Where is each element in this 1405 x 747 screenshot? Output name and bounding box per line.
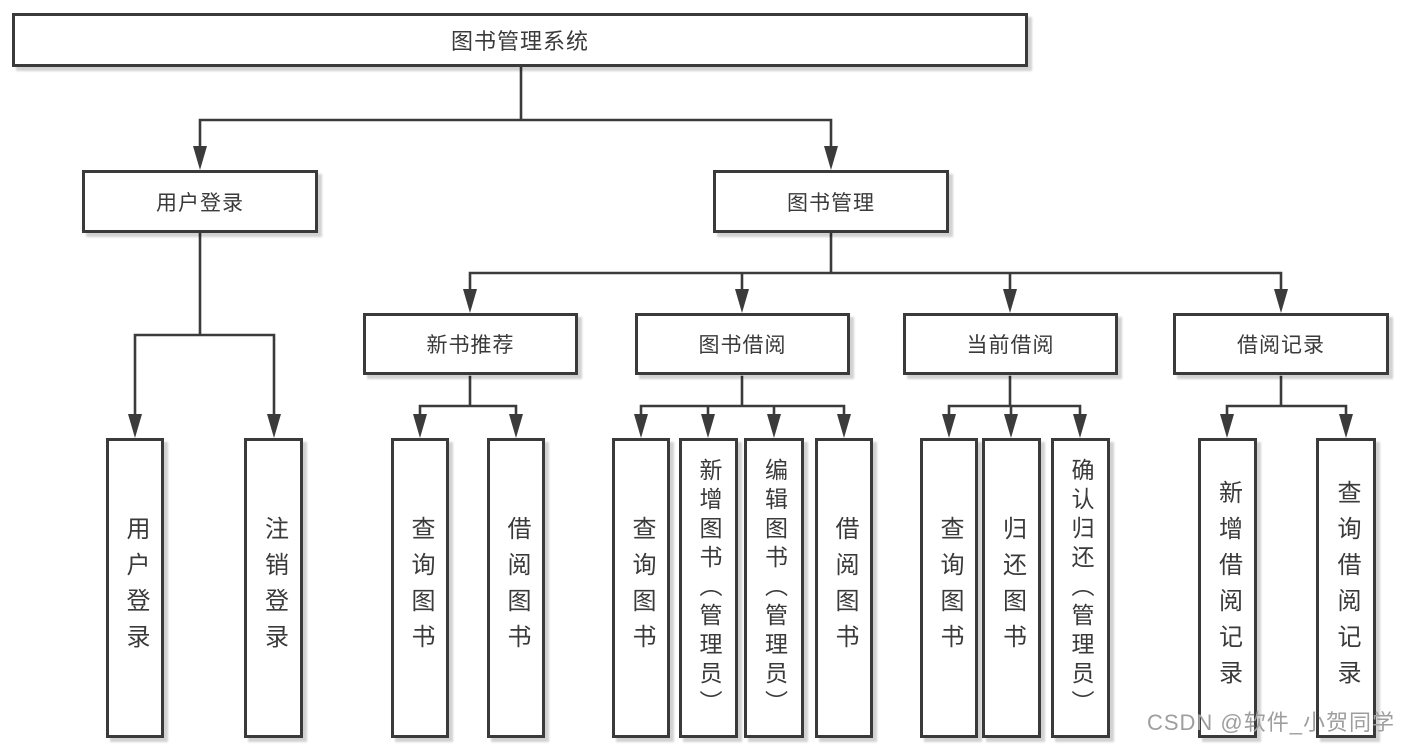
node-label: 图书管理 <box>787 191 875 215</box>
node-label: 查询图书 <box>407 516 434 660</box>
node-borrow-records: 借阅记录 <box>1173 313 1389 375</box>
node-label: 用户登录 <box>122 516 149 660</box>
node-label: 查询图书 <box>628 516 655 660</box>
leaf-return-books: 归还图书 <box>982 438 1041 738</box>
node-book-borrow: 图书借阅 <box>635 313 850 375</box>
node-label: 新书推荐 <box>426 334 515 357</box>
node-label: 当前借阅 <box>966 334 1055 357</box>
node-label: 注销登录 <box>260 516 288 660</box>
node-label: 新增借阅记录 <box>1214 480 1242 696</box>
node-label: 借阅图书 <box>831 516 858 660</box>
leaf-confirm-return-admin: 确认归还（管理员） <box>1051 438 1110 738</box>
node-current-borrow: 当前借阅 <box>903 313 1118 375</box>
leaf-user-login: 用户登录 <box>106 438 164 738</box>
node-library-management-system: 图书管理系统 <box>12 13 1028 67</box>
node-label: 查询借阅记录 <box>1333 480 1360 696</box>
leaf-query-books-borrow: 查询图书 <box>612 438 670 738</box>
leaf-edit-books-admin: 编辑图书（管理员） <box>744 438 804 738</box>
node-label: 新增图书（管理员） <box>696 457 722 719</box>
leaf-borrow-books: 借阅图书 <box>815 438 873 738</box>
node-user-login-group: 用户登录 <box>82 170 318 233</box>
node-label: 确认归还（管理员） <box>1068 457 1094 719</box>
node-new-book-recommend: 新书推荐 <box>363 313 578 375</box>
node-label: 用户登录 <box>156 191 244 215</box>
node-label: 借阅记录 <box>1237 334 1325 357</box>
node-label: 归还图书 <box>998 516 1026 660</box>
node-book-management: 图书管理 <box>713 170 949 233</box>
node-label: 查询图书 <box>936 516 963 660</box>
node-label: 图书管理系统 <box>450 29 589 54</box>
leaf-query-books-recommend: 查询图书 <box>391 438 449 738</box>
node-label: 编辑图书（管理员） <box>761 457 788 719</box>
leaf-logout: 注销登录 <box>244 438 303 738</box>
leaf-borrow-books-recommend: 借阅图书 <box>487 438 545 738</box>
leaf-add-borrow-record: 新增借阅记录 <box>1198 438 1257 738</box>
leaf-query-borrow-record: 查询借阅记录 <box>1316 438 1376 738</box>
leaf-query-books-current: 查询图书 <box>920 438 978 738</box>
node-label: 借阅图书 <box>503 516 530 660</box>
leaf-add-books-admin: 新增图书（管理员） <box>679 438 738 738</box>
node-label: 图书借阅 <box>698 334 787 357</box>
